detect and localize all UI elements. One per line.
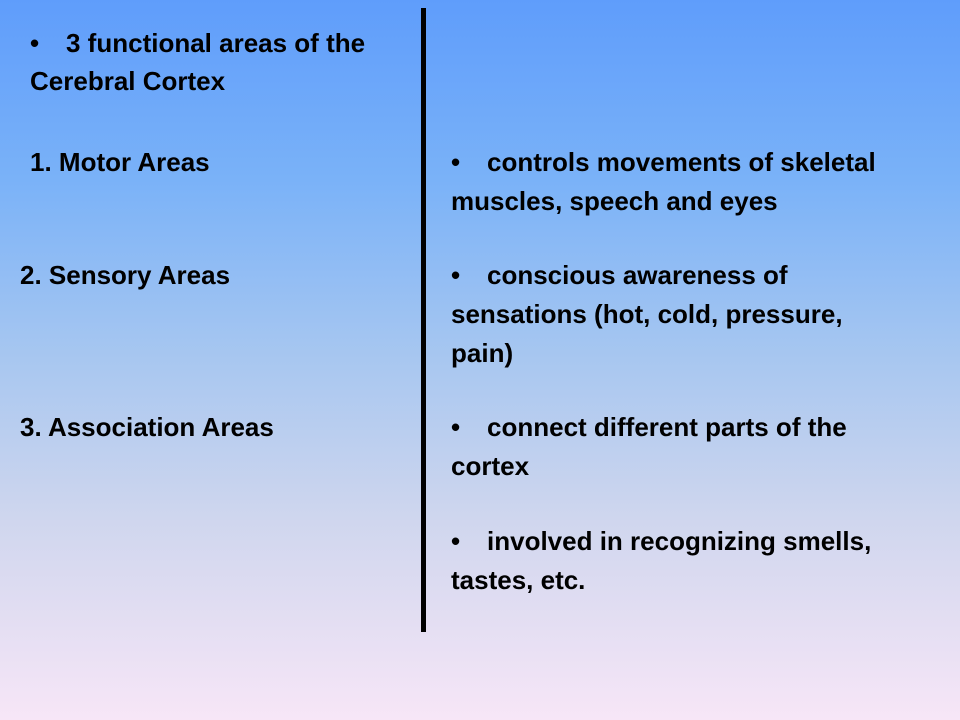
- description-line: sensations (hot, cold, pressure,: [451, 299, 843, 329]
- description-motor: • controls movements of skeletal muscles,…: [451, 143, 941, 221]
- description-association-2: • involved in recognizing smells, tastes,…: [451, 522, 941, 600]
- bullet-icon: •: [451, 147, 461, 177]
- heading-line-2: Cerebral Cortex: [30, 66, 226, 96]
- heading-line-1: 3 functional areas of the: [66, 28, 366, 58]
- bullet-icon: •: [451, 260, 461, 290]
- bullet-icon: •: [451, 526, 461, 556]
- description-line: tastes, etc.: [451, 565, 586, 595]
- description-line: cortex: [451, 451, 530, 481]
- slide-heading: • 3 functional areas of the Cerebral Cort…: [30, 24, 365, 100]
- column-divider: [421, 8, 426, 632]
- description-line: connect different parts of the: [487, 412, 847, 442]
- description-line: controls movements of skeletal: [487, 147, 876, 177]
- description-line: pain): [451, 338, 514, 368]
- bullet-icon: •: [30, 28, 40, 58]
- description-sensory: • conscious awareness of sensations (hot,…: [451, 256, 941, 373]
- description-line: conscious awareness of: [487, 260, 788, 290]
- description-line: muscles, speech and eyes: [451, 186, 778, 216]
- area-label-motor: 1. Motor Areas: [30, 147, 210, 177]
- description-line: involved in recognizing smells,: [487, 526, 872, 556]
- bullet-icon: •: [451, 412, 461, 442]
- description-association-1: • connect different parts of the cortex: [451, 408, 941, 486]
- area-label-association: 3. Association Areas: [20, 412, 274, 442]
- area-label-sensory: 2. Sensory Areas: [20, 260, 231, 290]
